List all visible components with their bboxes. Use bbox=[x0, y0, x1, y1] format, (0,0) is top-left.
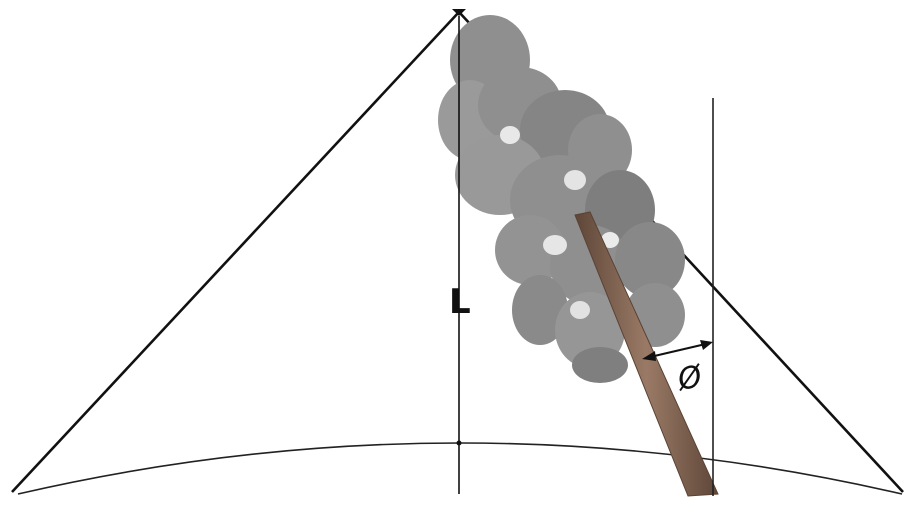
tree-foliage bbox=[438, 15, 685, 383]
diameter-arrow bbox=[649, 342, 711, 358]
diameter-arrowhead-right bbox=[700, 340, 713, 350]
apex-marker bbox=[452, 9, 466, 16]
diameter-label: Ø bbox=[673, 359, 707, 399]
ground-arc bbox=[17, 442, 903, 495]
diameter-arrowhead-left bbox=[642, 351, 656, 361]
tree-trunk bbox=[574, 211, 719, 497]
height-line-ground-point bbox=[456, 440, 462, 446]
triangle-left-side bbox=[11, 11, 460, 493]
length-label: L bbox=[449, 282, 471, 322]
